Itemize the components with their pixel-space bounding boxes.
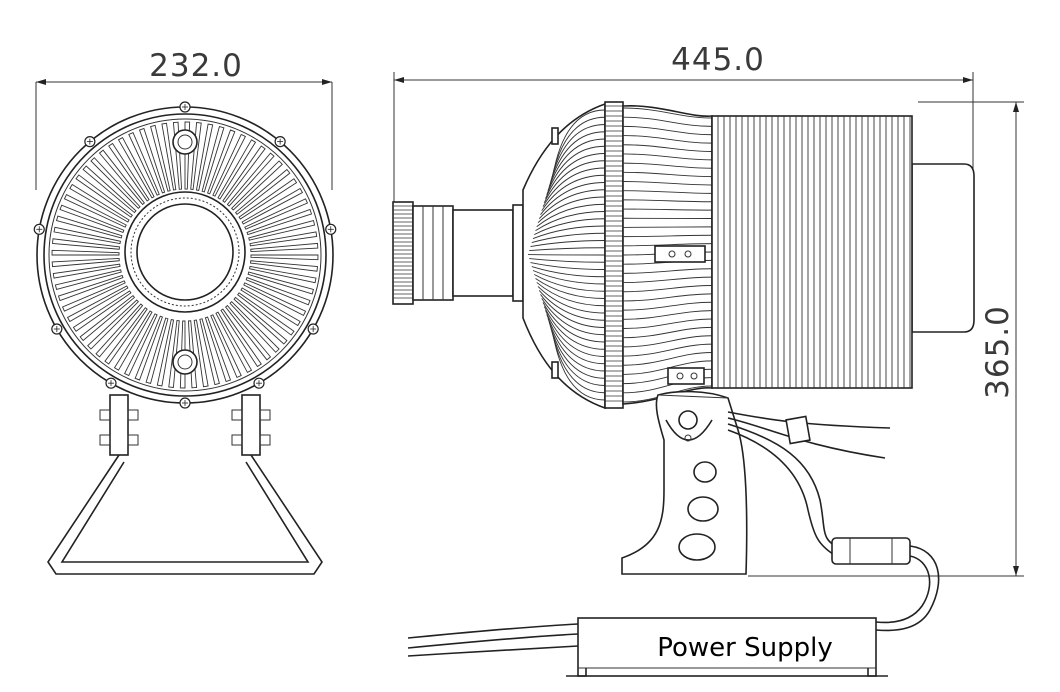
front-width-value: 232.0 bbox=[149, 48, 243, 84]
power-supply-box: Power Supply bbox=[566, 617, 888, 677]
front-cooling-fins bbox=[51, 121, 319, 389]
side-swept-fins bbox=[622, 105, 713, 405]
front-boss-top bbox=[172, 129, 198, 155]
side-view: 445.0 365.0 bbox=[392, 42, 1024, 677]
front-boss-bottom bbox=[172, 349, 198, 375]
front-lens bbox=[136, 203, 234, 301]
front-width-dimension: 232.0 bbox=[35, 48, 333, 190]
front-rim-screws bbox=[33, 101, 337, 409]
side-cables bbox=[407, 411, 940, 657]
side-stand bbox=[621, 390, 748, 575]
front-view: 232.0 bbox=[33, 48, 337, 575]
side-length-value: 445.0 bbox=[671, 42, 765, 78]
side-main-body bbox=[711, 115, 975, 389]
side-height-value: 365.0 bbox=[980, 305, 1016, 399]
side-flange bbox=[604, 101, 624, 409]
side-height-dimension: 365.0 bbox=[748, 101, 1024, 577]
side-finned-cone bbox=[522, 102, 606, 410]
side-length-dimension: 445.0 bbox=[393, 42, 974, 205]
front-mounting-bracket bbox=[47, 394, 323, 575]
side-lens-tube bbox=[392, 201, 524, 305]
power-supply-label: Power Supply bbox=[657, 633, 832, 663]
